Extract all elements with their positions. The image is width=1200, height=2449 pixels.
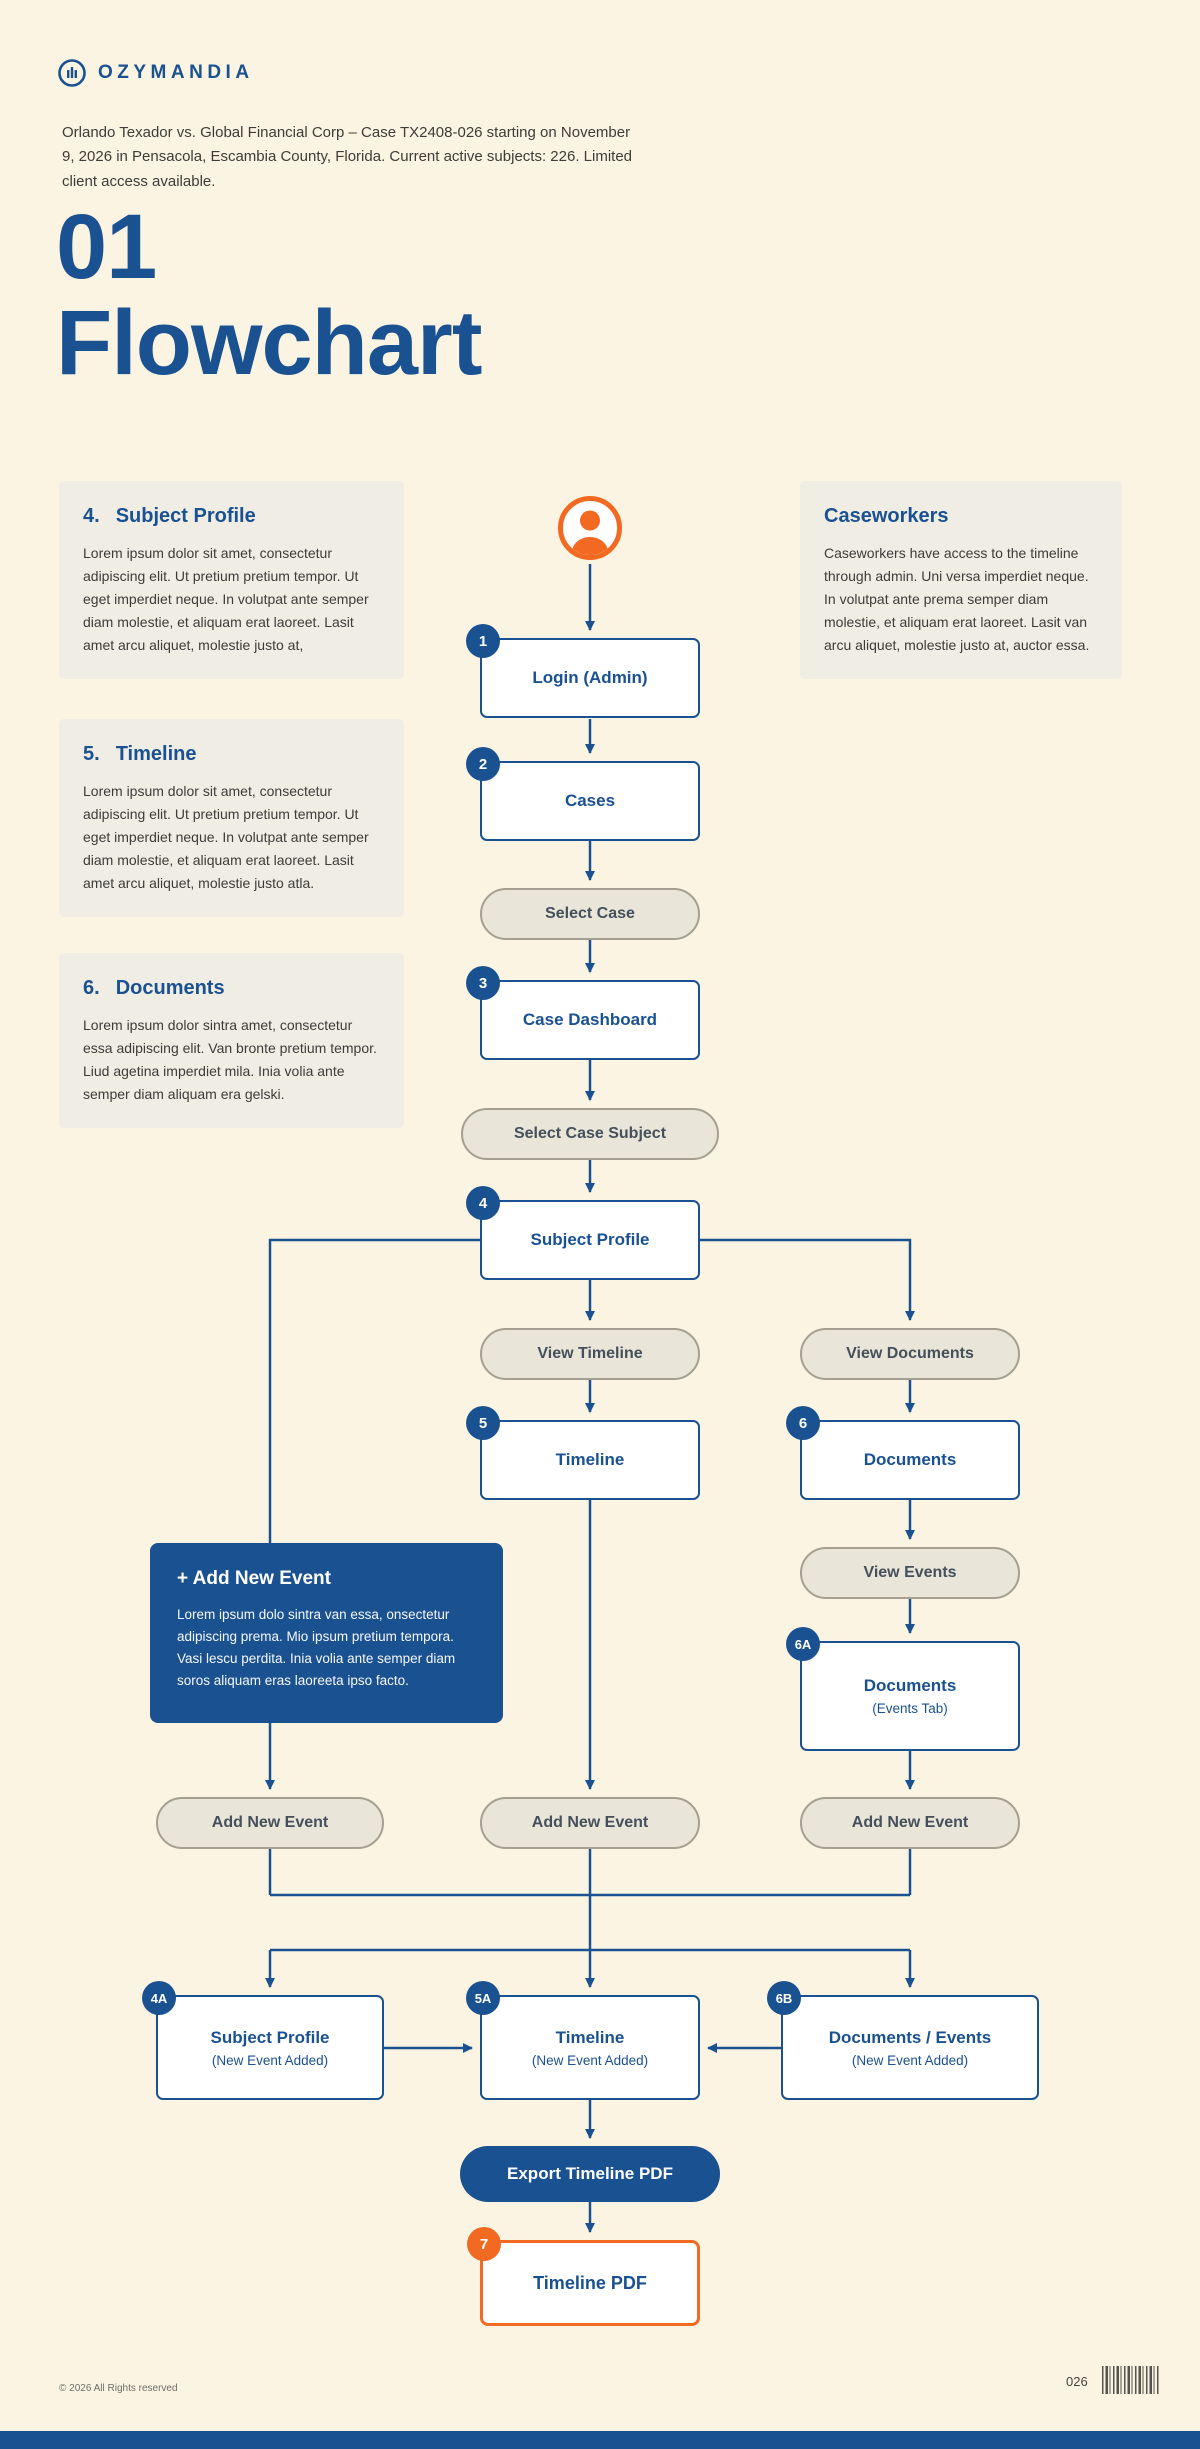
node-label: Export Timeline PDF bbox=[507, 2164, 673, 2183]
step-badge: 4A bbox=[142, 1981, 176, 2015]
node-view-timeline: View Timeline bbox=[480, 1328, 700, 1380]
note-title: Caseworkers bbox=[824, 505, 949, 527]
node-label: Add New Event bbox=[531, 1814, 649, 1831]
node-label: Add New Event bbox=[851, 1814, 969, 1831]
node-label: Select Case Subject bbox=[513, 1125, 667, 1142]
node-timeline-new-event: 5A Timeline (New Event Added) bbox=[466, 1981, 700, 2100]
node-label: Timeline bbox=[555, 1450, 625, 1469]
callout-body: Lorem ipsum dolo sintra van essa, onsect… bbox=[177, 1607, 456, 1689]
note-documents: 6.Documents Lorem ipsum dolor sintra ame… bbox=[59, 953, 404, 1128]
barcode bbox=[1102, 2366, 1160, 2394]
page-title-number: 01 bbox=[56, 196, 157, 298]
node-label: Cases bbox=[564, 791, 616, 810]
note-subject-profile: 4.Subject Profile Lorem ipsum dolor sit … bbox=[59, 481, 404, 679]
node-sublabel: (New Event Added) bbox=[211, 2052, 329, 2068]
logo-wordmark: OZYMANDIA bbox=[98, 62, 254, 83]
step-badge: 7 bbox=[467, 2227, 501, 2261]
node-sublabel: (New Event Added) bbox=[851, 2052, 969, 2068]
step-badge: 1 bbox=[466, 624, 500, 658]
node-subject-profile: 4 Subject Profile bbox=[466, 1186, 700, 1280]
node-label: View Timeline bbox=[537, 1345, 643, 1362]
step-badge: 6 bbox=[786, 1406, 820, 1440]
node-label: View Documents bbox=[846, 1345, 974, 1362]
copyright-text: © 2026 All Rights reserved bbox=[59, 2383, 178, 2394]
note-body: Lorem ipsum dolor sit amet, consectetur … bbox=[83, 545, 369, 653]
step-badge: 5 bbox=[466, 1406, 500, 1440]
node-timeline: 5 Timeline bbox=[466, 1406, 700, 1500]
step-badge: 6A bbox=[786, 1627, 820, 1661]
user-icon bbox=[558, 496, 622, 560]
step-badge: 2 bbox=[466, 747, 500, 781]
node-label: Documents / Events bbox=[828, 2027, 992, 2047]
page-title: 01 Flowchart bbox=[56, 196, 482, 394]
node-label: Select Case bbox=[545, 905, 635, 922]
step-badge: 6B bbox=[767, 1981, 801, 2015]
node-label: Case Dashboard bbox=[522, 1010, 658, 1029]
note-body: Lorem ipsum dolor sit amet, consectetur … bbox=[83, 783, 369, 891]
node-login-admin: 1 Login (Admin) bbox=[466, 624, 700, 718]
case-summary-text: Orlando Texador vs. Global Financial Cor… bbox=[62, 124, 633, 190]
node-label: Documents bbox=[863, 1450, 957, 1469]
node-label: Subject Profile bbox=[210, 2027, 330, 2047]
node-label: Login (Admin) bbox=[532, 668, 648, 687]
node-add-new-event-right: Add New Event bbox=[800, 1797, 1020, 1849]
note-body: Caseworkers have access to the timeline … bbox=[824, 545, 1090, 653]
node-label: Documents bbox=[863, 1676, 957, 1695]
page-number: 026 bbox=[1066, 2374, 1088, 2389]
note-title: 4.Subject Profile bbox=[83, 505, 256, 527]
node-view-events: View Events bbox=[800, 1547, 1020, 1599]
page-title-word: Flowchart bbox=[56, 291, 482, 394]
node-add-new-event-center: Add New Event bbox=[480, 1797, 700, 1849]
node-select-case: Select Case bbox=[480, 888, 700, 940]
bottom-bar bbox=[0, 2431, 1200, 2449]
node-view-documents: View Documents bbox=[800, 1328, 1020, 1380]
node-documents-events-tab: 6A Documents (Events Tab) bbox=[786, 1627, 1020, 1751]
note-timeline: 5.Timeline Lorem ipsum dolor sit amet, c… bbox=[59, 719, 404, 917]
node-timeline-pdf: 7 Timeline PDF bbox=[467, 2227, 700, 2326]
node-cases: 2 Cases bbox=[466, 747, 700, 841]
note-caseworkers: Caseworkers Caseworkers have access to t… bbox=[800, 481, 1122, 679]
step-badge: 5A bbox=[466, 1981, 500, 2015]
ozymandia-logo: OZYMANDIA bbox=[57, 58, 254, 88]
ozymandia-logo-icon bbox=[58, 59, 86, 87]
step-badge: 4 bbox=[466, 1186, 500, 1220]
node-export-timeline-pdf: Export Timeline PDF bbox=[460, 2146, 720, 2202]
node-label: View Events bbox=[863, 1564, 957, 1581]
node-add-new-event-left: Add New Event bbox=[156, 1797, 384, 1849]
callout-title: + Add New Event bbox=[177, 1568, 331, 1589]
node-select-case-subject: Select Case Subject bbox=[461, 1108, 719, 1160]
node-label: Add New Event bbox=[211, 1814, 329, 1831]
node-label: Timeline PDF bbox=[533, 2272, 647, 2293]
note-title: 6.Documents bbox=[83, 977, 225, 999]
node-label: Subject Profile bbox=[530, 1230, 650, 1249]
node-sublabel: (Events Tab) bbox=[872, 1701, 948, 1716]
step-badge: 3 bbox=[466, 966, 500, 1000]
node-subject-profile-new-event: 4A Subject Profile (New Event Added) bbox=[142, 1981, 384, 2100]
node-case-dashboard: 3 Case Dashboard bbox=[466, 966, 700, 1060]
add-new-event-callout: + Add New Event Lorem ipsum dolo sintra … bbox=[150, 1543, 503, 1723]
node-documents: 6 Documents bbox=[786, 1406, 1020, 1500]
node-documents-events-new-event: 6B Documents / Events (New Event Added) bbox=[767, 1981, 1039, 2100]
note-title: 5.Timeline bbox=[83, 743, 197, 765]
node-label: Timeline bbox=[555, 2027, 625, 2047]
note-body: Lorem ipsum dolor sintra amet, consectet… bbox=[83, 1017, 377, 1102]
node-sublabel: (New Event Added) bbox=[531, 2052, 649, 2068]
